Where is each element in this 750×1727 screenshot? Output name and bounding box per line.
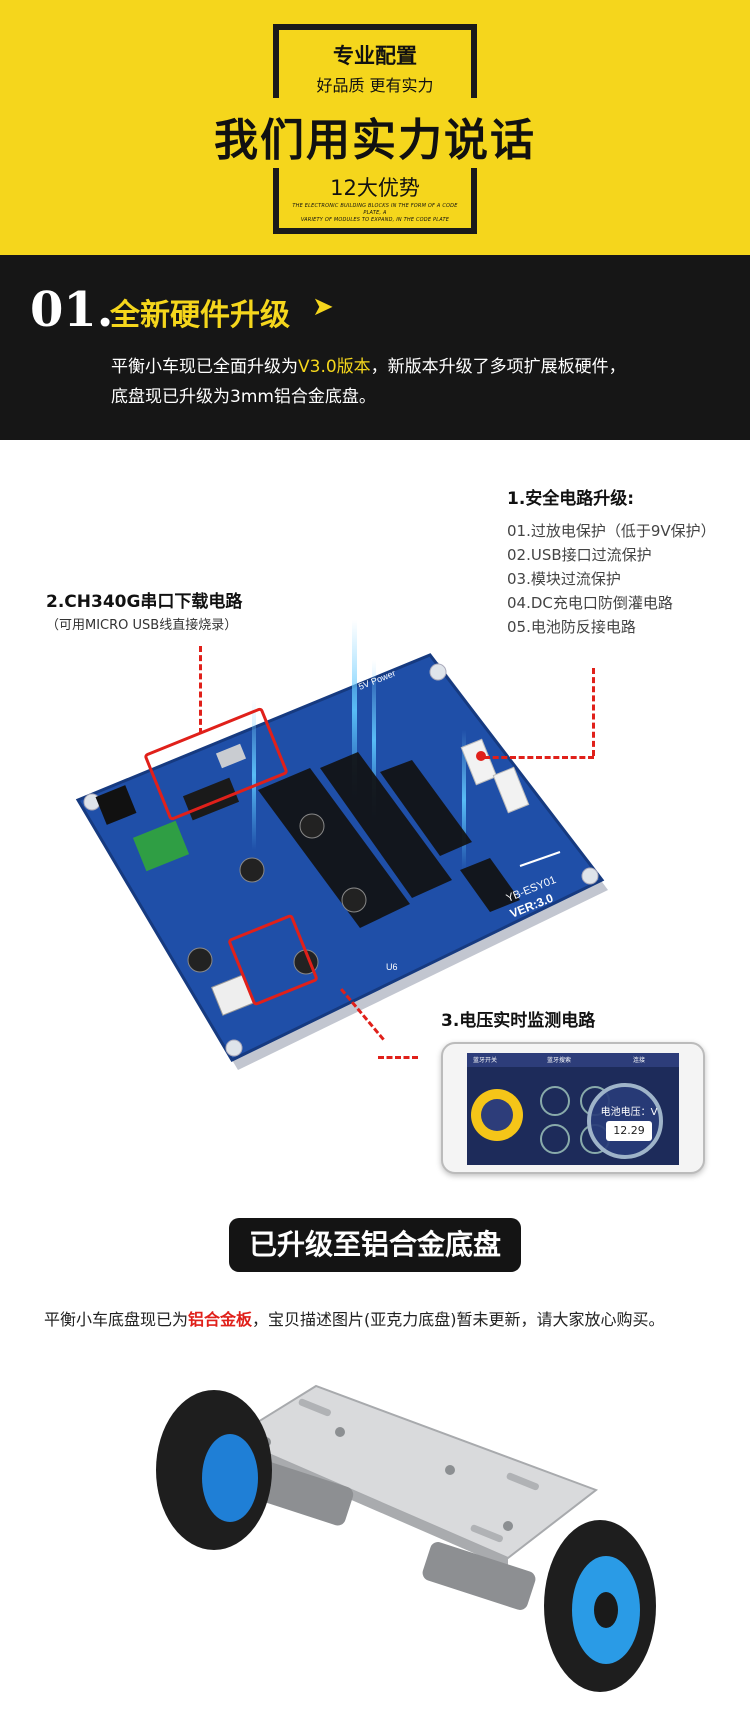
plate-slot-2 bbox=[506, 1472, 539, 1491]
ch340-title: 2.CH340G串口下载电路 bbox=[46, 592, 243, 612]
phone-app-bar: 蓝牙开关 蓝牙搜索 连接 bbox=[467, 1053, 679, 1067]
safety-leader-horizontal bbox=[484, 756, 594, 759]
wheel-right-axle bbox=[594, 1592, 618, 1628]
bt-switch-label: 蓝牙开关 bbox=[473, 1057, 498, 1064]
voltage-leader-vertical bbox=[340, 988, 385, 1041]
ch340-note: （可用MICRO USB线直接烧录） bbox=[46, 618, 238, 633]
section-description-line-2: 底盘现已升级为3mm铝合金底盘。 bbox=[111, 387, 376, 407]
hero-frame-gap bbox=[258, 98, 492, 168]
glow-beam-3 bbox=[372, 660, 376, 820]
battery-voltage-magnifier: 电池电压：V 12.29 bbox=[587, 1083, 663, 1159]
green-terminal bbox=[132, 820, 190, 872]
section-title: 全新硬件升级 bbox=[110, 298, 290, 333]
balance-car-chassis-illustration bbox=[156, 1384, 656, 1692]
battery-voltage-label: 电池电压：V bbox=[600, 1107, 658, 1118]
hero-advantages: 12大优势 bbox=[330, 176, 420, 200]
screw-4 bbox=[503, 1521, 513, 1531]
mount-hole-3 bbox=[225, 1039, 243, 1057]
silk-power: 5V Power bbox=[357, 668, 397, 692]
capacitor-1 bbox=[239, 857, 265, 883]
section-description-line-1: 平衡小车现已全面升级为V3.0版本，新版本升级了多项扩展板硬件， bbox=[111, 352, 626, 382]
safety-item: 02.USB接口过流保护 bbox=[507, 546, 652, 564]
ch340-highlight-box bbox=[143, 706, 289, 822]
bt-connect-label: 连接 bbox=[633, 1057, 646, 1064]
hero-tiny-caption: THE ELECTRONIC BUILDING BLOCKS IN THE FO… bbox=[285, 203, 465, 224]
pcb-board bbox=[75, 653, 605, 1062]
mount-hole-1 bbox=[429, 663, 447, 681]
aluminium-upgrade-pill: 已升级至铝合金底盘 bbox=[229, 1218, 521, 1272]
section-description: 平衡小车现已全面升级为V3.0版本，新版本升级了多项扩展板硬件， 底盘现已升级为… bbox=[111, 352, 626, 412]
header-row-1 bbox=[258, 768, 410, 928]
bt-search-label: 蓝牙搜索 bbox=[547, 1057, 572, 1064]
mount-hole-4 bbox=[83, 793, 101, 811]
gauge-1 bbox=[540, 1086, 570, 1116]
desc-part-2: ，新版本升级了多项扩展板硬件， bbox=[370, 357, 626, 377]
capacitor-4 bbox=[187, 947, 213, 973]
silk-brand: YB-ESY01 bbox=[505, 874, 558, 905]
header-row-2 bbox=[320, 752, 452, 898]
alu-desc-part-1: 平衡小车底盘现已为 bbox=[44, 1310, 189, 1329]
silk-u6: U6 bbox=[386, 962, 398, 972]
alu-desc-part-2: ，宝贝描述图片(亚克力底盘)暂未更新，请大家放心购买。 bbox=[252, 1310, 665, 1329]
alu-desc-highlight: 铝合金板 bbox=[188, 1310, 253, 1329]
voltage-monitor-title: 3.电压实时监测电路 bbox=[441, 1011, 596, 1031]
section-number: 01. bbox=[30, 282, 114, 338]
safety-leader-dot bbox=[476, 751, 486, 761]
safety-leader-vertical bbox=[592, 668, 595, 756]
glow-beam-4 bbox=[462, 730, 466, 870]
header-row-4 bbox=[460, 858, 520, 912]
hero-subtitle: 好品质 更有实力 bbox=[316, 76, 434, 95]
capacitor-2 bbox=[299, 813, 325, 839]
hero-tiny-line-2: VARIETY OF MODULES TO EXPAND, IN THE COD… bbox=[300, 217, 450, 223]
safety-item: 03.模块过流保护 bbox=[507, 570, 621, 588]
safety-upgrade-list: 01.过放电保护（低于9V保护） 02.USB接口过流保护 03.模块过流保护 … bbox=[507, 519, 716, 639]
phone-app-controls bbox=[471, 1086, 610, 1154]
desc-version-highlight: V3.0版本 bbox=[298, 357, 371, 377]
header-row-3 bbox=[380, 760, 472, 856]
capacitor-3 bbox=[341, 887, 367, 913]
silk-arrow bbox=[519, 851, 561, 867]
safety-item: 04.DC充电口防倒灌电路 bbox=[507, 594, 673, 612]
motor-right bbox=[422, 1542, 536, 1610]
white-connector-2 bbox=[492, 766, 530, 814]
gauge-2 bbox=[540, 1124, 570, 1154]
battery-voltage-value: 12.29 bbox=[606, 1121, 652, 1141]
dc-jack bbox=[95, 785, 137, 825]
phone-mockup: 蓝牙开关 蓝牙搜索 连接 bbox=[441, 1042, 705, 1174]
screw-3 bbox=[445, 1465, 455, 1475]
aluminium-description: 平衡小车底盘现已为铝合金板，宝贝描述图片(亚克力底盘)暂未更新，请大家放心购买。 bbox=[44, 1306, 665, 1330]
glow-beam-2 bbox=[352, 620, 357, 800]
mount-hole-2 bbox=[581, 867, 599, 885]
voltage-leader-horizontal bbox=[378, 1056, 418, 1059]
safety-upgrade-title: 1.安全电路升级: bbox=[507, 489, 635, 509]
screw-2 bbox=[335, 1427, 345, 1437]
arrow-right-icon: ➤ bbox=[312, 292, 334, 322]
ch340-leader-line bbox=[199, 646, 202, 734]
safety-item: 01.过放电保护（低于9V保护） bbox=[507, 522, 716, 540]
hero-tag: 专业配置 bbox=[333, 44, 417, 68]
plate-slot-1 bbox=[298, 1398, 331, 1417]
aluminium-plate-edge bbox=[232, 1438, 508, 1568]
hero-tiny-line-1: THE ELECTRONIC BUILDING BLOCKS IN THE FO… bbox=[292, 203, 458, 216]
plate-slot-3 bbox=[470, 1524, 503, 1543]
safety-item: 05.电池防反接电路 bbox=[507, 618, 636, 636]
voltage-highlight-box bbox=[227, 913, 319, 1007]
hero-title: 我们用实力说话 bbox=[214, 115, 536, 166]
silk-version: VER:3.0 bbox=[508, 891, 556, 921]
section-header-band bbox=[0, 255, 750, 440]
wheel-left-hub bbox=[202, 1434, 258, 1522]
joystick-center bbox=[481, 1099, 513, 1131]
desc-part-1: 平衡小车现已全面升级为 bbox=[111, 357, 298, 377]
white-connector-1 bbox=[460, 738, 498, 786]
